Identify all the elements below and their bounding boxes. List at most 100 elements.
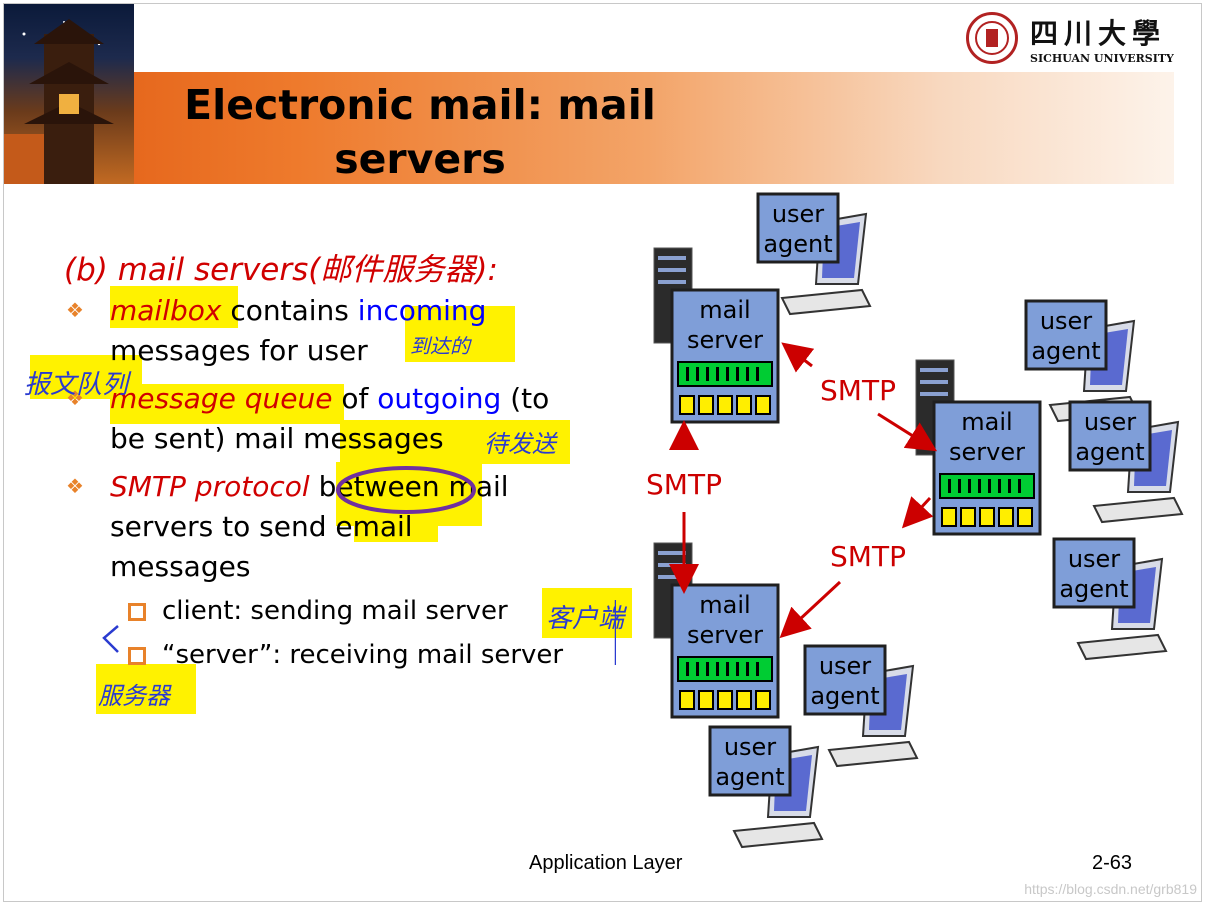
highlight-message-queue-2 <box>110 384 344 424</box>
user-agent-label-line1: user <box>772 200 824 228</box>
user-agent-label-line1: user <box>1040 307 1092 335</box>
keyboard-icon <box>732 821 824 849</box>
queue-message-mark <box>978 479 981 493</box>
keyboard-icon <box>827 740 919 768</box>
queue-message-mark <box>756 367 759 381</box>
university-name-en: SICHUAN UNIVERSITY <box>1030 52 1174 65</box>
mailbox-slot-icon <box>755 395 771 415</box>
mailbox-slot-icon <box>736 395 752 415</box>
bullet-2-line-2: be sent) mail messages <box>110 422 444 455</box>
bullet-diamond-icon: ❖ <box>66 298 84 322</box>
highlight-sent <box>340 420 570 464</box>
mailbox-slot-icon <box>717 395 733 415</box>
queue-message-mark <box>998 479 1001 493</box>
queue-message-mark <box>948 479 951 493</box>
queue-message-mark <box>716 662 719 676</box>
user-agent-label-line2: agent <box>810 682 879 710</box>
handwriting-client: 客户端 <box>546 604 625 634</box>
user-agent-label-line2: agent <box>1031 337 1100 365</box>
user-agent-label-line1: user <box>1068 545 1120 573</box>
queue-message-mark <box>958 479 961 493</box>
queue-message-mark <box>1008 479 1011 493</box>
subbullet-server: “server”: receiving mail server <box>162 640 564 670</box>
user-agent-label-line2: agent <box>715 763 784 791</box>
handwriting-strokes <box>102 466 616 665</box>
queue-message-mark <box>1018 479 1021 493</box>
server-drive-bay <box>658 575 686 579</box>
university-name-cn: 四川大學 <box>1030 17 1167 50</box>
user-agent-label-line2: agent <box>1075 438 1144 466</box>
footer-page-number: 2-63 <box>1092 852 1133 874</box>
user-agent-box <box>1024 299 1108 371</box>
mailbox-slot-icon <box>755 690 771 710</box>
server-drive-bay <box>920 368 948 372</box>
mailbox-slot-icon <box>979 507 995 527</box>
server-drive-bay <box>920 380 948 384</box>
queue-message-mark <box>746 367 749 381</box>
bullet-1-text-a: contains <box>221 294 358 327</box>
user-agent-box <box>756 192 840 264</box>
bullet-3-line-2: servers to send email <box>110 510 413 543</box>
highlight-server-receiving <box>96 664 196 714</box>
queue-message-mark <box>968 479 971 493</box>
bullet-2-text-b: (to <box>501 382 550 415</box>
mailbox-slot-icon <box>698 690 714 710</box>
user-agent-label-line1: user <box>724 733 776 761</box>
university-seal-icon <box>966 12 1018 64</box>
smtp-arrow-to-bottom-server <box>779 580 842 639</box>
highlight-incoming <box>405 306 515 362</box>
server-drive-bay <box>658 280 686 284</box>
bullet-diamond-icon: ❖ <box>66 474 84 498</box>
bullet-1-line-2: messages for user <box>110 334 368 367</box>
queue-message-mark <box>716 367 719 381</box>
bullet-diamond-icon: ❖ <box>66 386 84 410</box>
smtp-label-bottom: SMTP <box>830 540 906 573</box>
square-bullet-icon <box>128 647 146 665</box>
smtp-arrow-from-right <box>901 496 934 529</box>
bullet-1-keyword: incoming <box>357 294 487 327</box>
mail-network-diagram: useragentuseragentuseragentuseragentuser… <box>646 192 1184 849</box>
user-agent-box <box>1068 400 1152 472</box>
user-agent-label-line1: user <box>819 652 871 680</box>
keyboard-icon <box>1092 496 1184 524</box>
bullet-2-text-a: of <box>332 382 378 415</box>
queue-message-mark <box>726 662 729 676</box>
mailbox-slot-icon <box>998 507 1014 527</box>
slide-frame <box>3 3 1202 902</box>
mail-server-label-line2: server <box>687 621 763 649</box>
smtp-arrow-to-top-server <box>781 342 815 373</box>
mailbox-slot-icon <box>717 690 733 710</box>
mailbox-slot-icon <box>698 395 714 415</box>
queue-message-mark <box>736 662 739 676</box>
mail-server-label-line2: server <box>687 326 763 354</box>
bullet-2-em: message queue <box>110 382 333 415</box>
handwriting-queue: 报文队列 <box>24 370 129 400</box>
queue-message-mark <box>706 367 709 381</box>
server-drive-bay <box>920 392 948 396</box>
highlight-client <box>542 588 632 638</box>
smtp-label-left: SMTP <box>646 468 722 501</box>
queue-message-mark <box>746 662 749 676</box>
bullet-1-em: mailbox <box>110 294 222 327</box>
campus-tower-image <box>4 4 134 184</box>
footer-chapter: Application Layer <box>529 852 683 874</box>
mail-server-label-line1: mail <box>699 296 750 324</box>
server-drive-bay <box>658 268 686 272</box>
user-agent-label-line1: user <box>1084 408 1136 436</box>
server-drive-bay <box>658 551 686 555</box>
message-queue-icon <box>677 656 773 682</box>
bullet-3-line-3: messages <box>110 550 251 583</box>
subbullet-client: client: sending mail server <box>162 596 508 626</box>
queue-message-mark <box>756 662 759 676</box>
handwriting-to-send: 待发送 <box>484 430 556 458</box>
title-line-1: Electronic mail: mail <box>184 81 656 129</box>
title-line-2: servers <box>334 135 506 183</box>
highlight-mailbox <box>110 286 238 328</box>
bullet-1-line-1: mailbox contains incoming <box>110 294 486 327</box>
mailbox-slot-icon <box>941 507 957 527</box>
bullet-2-keyword: outgoing <box>377 382 502 415</box>
mailbox-slot-icon <box>736 690 752 710</box>
queue-message-mark <box>696 662 699 676</box>
title-banner <box>4 72 1174 184</box>
highlight-email <box>354 510 438 542</box>
